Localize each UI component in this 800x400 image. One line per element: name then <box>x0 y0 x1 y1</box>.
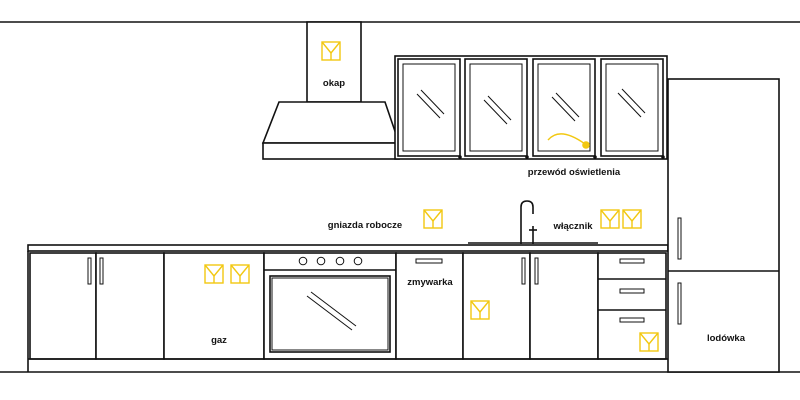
gas-marker-icon <box>204 264 250 284</box>
gas-cabinet <box>163 252 265 360</box>
sink-cabinet <box>462 252 599 360</box>
hood-label: okap <box>323 78 345 89</box>
oven <box>263 252 397 360</box>
hood-marker-icon <box>321 41 341 61</box>
drawer-unit <box>597 252 667 360</box>
lighting-wire-label: przewód oświetlenia <box>528 167 621 178</box>
dishwasher-label: zmywarka <box>407 277 453 288</box>
fridge <box>667 78 780 373</box>
drawer-marker-icon <box>639 332 659 352</box>
faucet <box>520 200 534 244</box>
work-socket-marker-icon <box>423 209 443 229</box>
switch-marker-icon <box>600 209 642 229</box>
dishwasher-marker-icon-front <box>470 300 490 320</box>
dishwasher <box>395 252 464 360</box>
lower-cabinet-left <box>29 252 165 360</box>
work-sockets-label: gniazda robocze <box>328 220 402 231</box>
fridge-label: lodówka <box>707 333 746 344</box>
switch-label: włącznik <box>552 221 593 232</box>
gas-label: gaz <box>211 335 227 346</box>
lighting-wire-marker <box>547 133 590 149</box>
upper-cabinets <box>394 55 668 160</box>
